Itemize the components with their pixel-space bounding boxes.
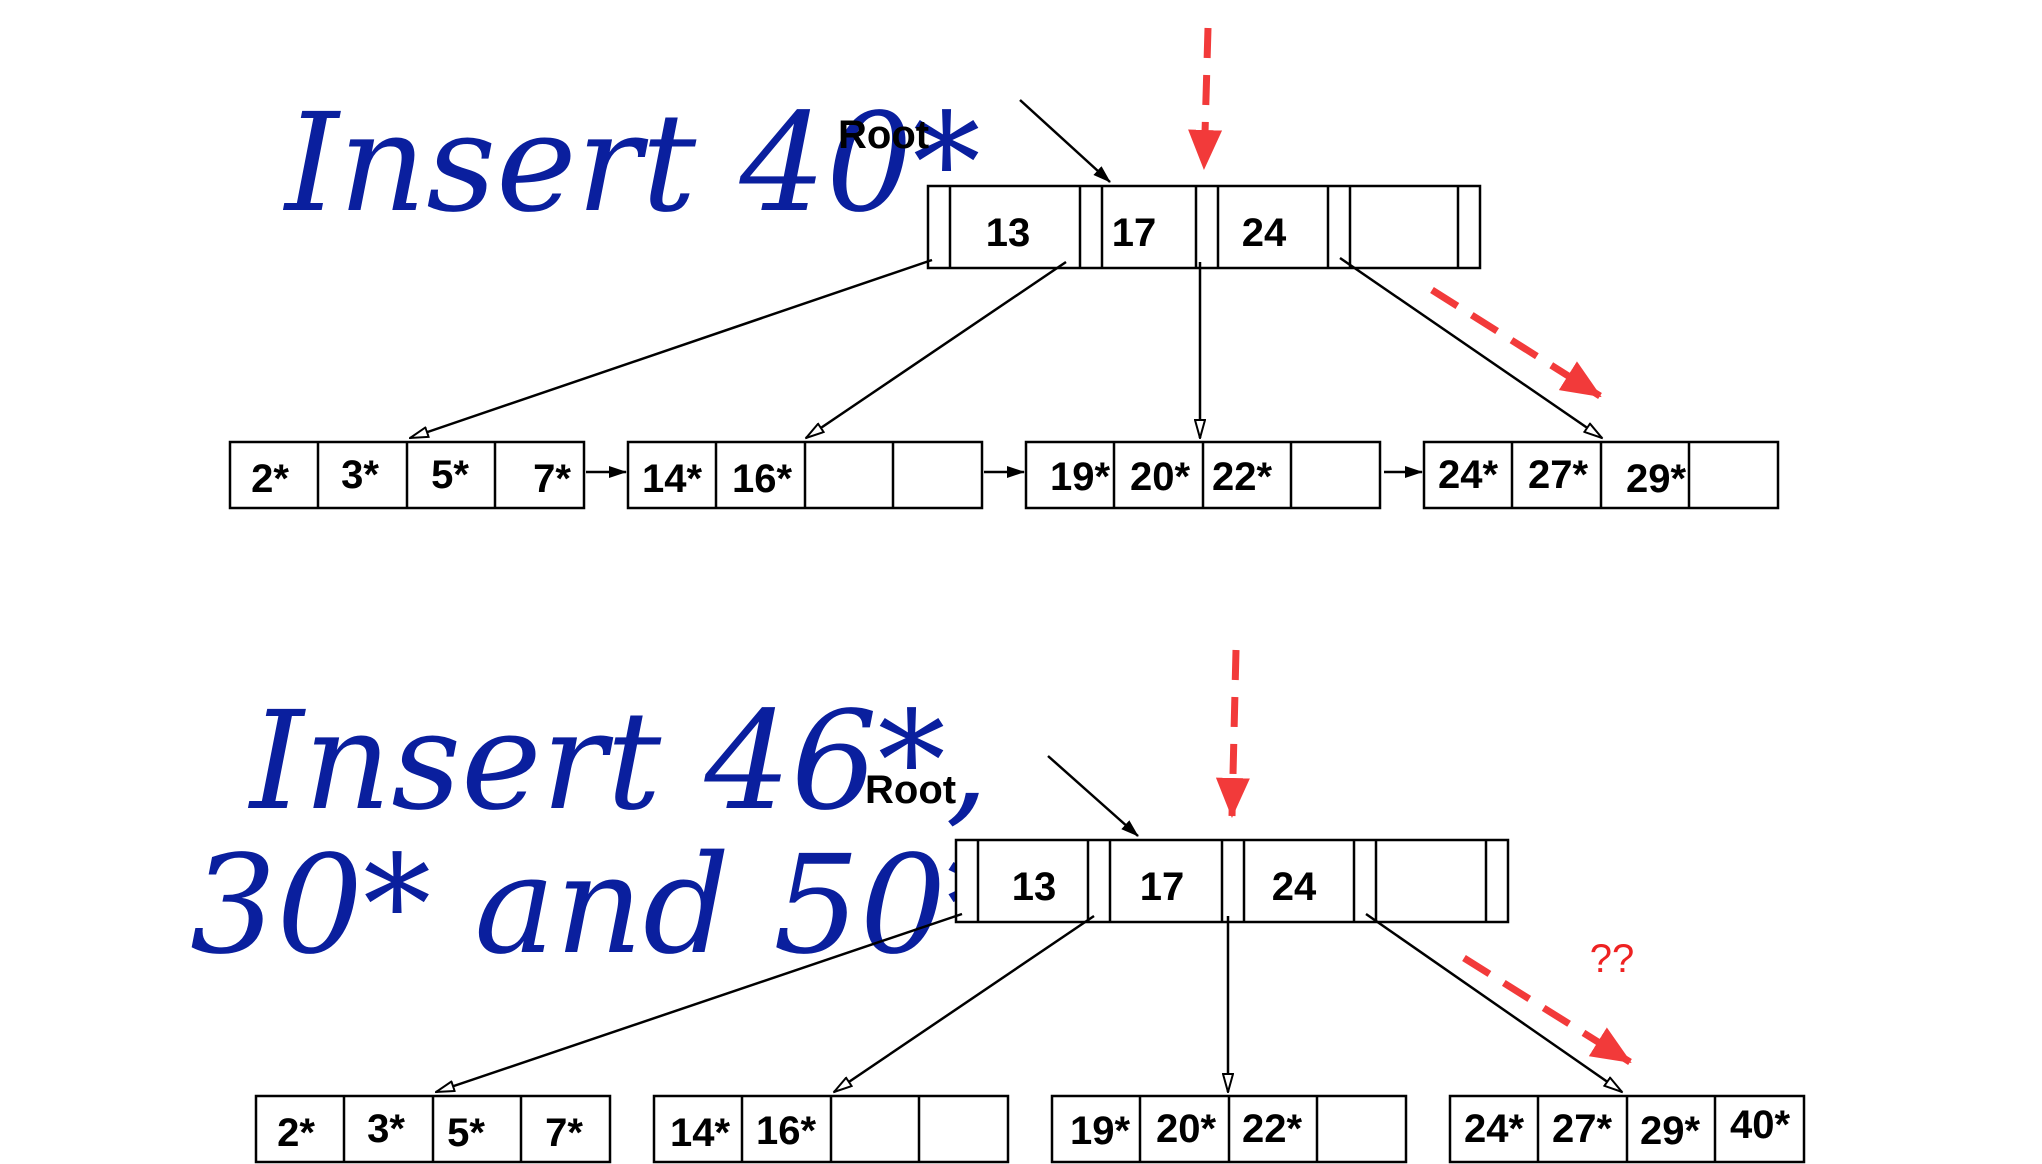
panel-title-line-2: 30* and 50* <box>190 827 1014 985</box>
search-path-arrow <box>1462 955 1632 1065</box>
leaf-node: 19* 20* 22* <box>1024 440 1382 510</box>
leaf-node: 19* 20* 22* <box>1050 1094 1408 1164</box>
root-key: 13 <box>1012 865 1057 909</box>
leaf-entry: 19* <box>1070 1109 1130 1153</box>
uncertain-note: ?? <box>1590 937 1635 981</box>
leaf-node: 24* 27* 29* <box>1422 440 1780 510</box>
child-pointer-arrow <box>834 914 1095 1092</box>
panel-insert-46-30-50: Insert 46*, 30* and 50* Root 13 17 24 <box>190 649 1806 1164</box>
root-key: 13 <box>986 211 1031 255</box>
leaf-entry: 40* <box>1730 1103 1790 1147</box>
root-key: 24 <box>1242 211 1287 255</box>
leaf-entry: 14* <box>642 457 702 501</box>
child-pointer-arrow <box>436 912 963 1092</box>
leaf-entry: 7* <box>533 457 571 501</box>
leaf-entry: 19* <box>1050 455 1110 499</box>
leaf-entry: 7* <box>545 1111 583 1155</box>
leaf-node: 2* 3* 5* 7* <box>254 1094 612 1164</box>
child-pointer-arrow <box>1339 256 1602 438</box>
leaf-entry: 22* <box>1212 455 1272 499</box>
leaf-entry: 24* <box>1438 453 1498 497</box>
leaf-entry: 2* <box>277 1111 315 1155</box>
search-path-arrow <box>1215 649 1250 818</box>
leaf-entry: 29* <box>1626 457 1686 501</box>
child-pointer-arrow <box>1365 912 1622 1092</box>
leaf-entry: 22* <box>1242 1107 1302 1151</box>
panel-title-line-1: Insert 46*, <box>247 683 989 841</box>
root-key: 17 <box>1140 865 1185 909</box>
root-key: 24 <box>1272 865 1317 909</box>
child-pointer-arrow <box>806 260 1067 438</box>
search-path-arrow <box>1430 287 1602 399</box>
root-node: 13 17 24 <box>954 838 1510 924</box>
search-path-arrow <box>1188 27 1223 170</box>
root-key: 17 <box>1112 211 1157 255</box>
leaf-node: 14* 16* <box>652 1094 1010 1164</box>
root-label: Root <box>838 113 929 157</box>
leaf-node: 24* 27* 29* 40* <box>1448 1094 1806 1164</box>
leaf-entry: 27* <box>1552 1107 1612 1151</box>
root-pointer-arrow <box>1047 755 1139 837</box>
child-pointer-arrow <box>410 258 933 438</box>
leaf-entry: 2* <box>251 457 289 501</box>
panel-title-line-1: Insert 40* <box>282 85 981 243</box>
leaf-node: 14* 16* <box>626 440 984 510</box>
leaf-entry: 24* <box>1464 1107 1524 1151</box>
leaf-entry: 16* <box>732 457 792 501</box>
leaf-entry: 3* <box>367 1107 405 1151</box>
root-label: Root <box>865 768 956 812</box>
leaf-entry: 14* <box>670 1111 730 1155</box>
leaf-entry: 20* <box>1156 1107 1216 1151</box>
leaf-entry: 16* <box>756 1109 816 1153</box>
leaf-entry: 3* <box>341 453 379 497</box>
leaf-entry: 20* <box>1130 455 1190 499</box>
panel-insert-40: Insert 40* Root 13 17 24 <box>228 27 1780 510</box>
leaf-entry: 29* <box>1640 1109 1700 1153</box>
leaf-entry: 5* <box>447 1111 485 1155</box>
root-pointer-arrow <box>1019 99 1111 183</box>
leaf-entry: 5* <box>431 453 469 497</box>
root-node: 13 17 24 <box>926 184 1482 270</box>
leaf-entry: 27* <box>1528 453 1588 497</box>
leaf-node: 2* 3* 5* 7* <box>228 440 586 510</box>
